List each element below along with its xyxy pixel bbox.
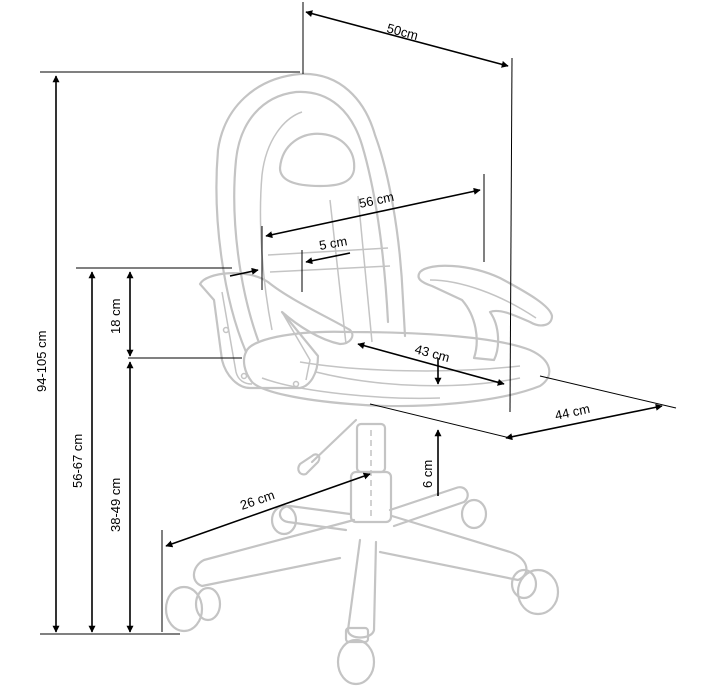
- headrest-cushion: [278, 132, 356, 188]
- backrest: [215, 72, 407, 354]
- dim-armrest-pad-right: [305, 252, 351, 265]
- dim-armrest-width: [265, 187, 481, 239]
- label-total-height: 94-105 cm: [34, 331, 49, 392]
- dim-armrest-pad-left: [229, 267, 259, 277]
- right-armrest: [417, 264, 554, 362]
- extension-lines: [40, 2, 677, 635]
- caster-wheels: [164, 498, 560, 686]
- backrest-inner-panel: [233, 90, 390, 342]
- chair-outline: [164, 72, 560, 686]
- label-armrest-to-seat: 18 cm: [108, 299, 123, 334]
- label-seat-height: 38-49 cm: [108, 478, 123, 532]
- height-lever: [297, 418, 358, 476]
- dim-seat-depth: [357, 342, 505, 386]
- seat: [242, 330, 551, 408]
- dim-base-radius: [165, 472, 371, 548]
- dim-width-top: [305, 10, 509, 68]
- label-width-top: 50cm: [385, 20, 420, 43]
- dimension-labels: 50cm 56 cm 5 cm 43 cm 44 cm 94-105 cm 56…: [34, 20, 591, 532]
- star-base: [164, 486, 560, 686]
- left-armrest: [198, 272, 354, 390]
- label-armrest-height: 56-67 cm: [70, 434, 85, 488]
- label-armrest-width: 56 cm: [358, 189, 396, 211]
- label-base-depth: 44 cm: [554, 401, 592, 423]
- dim-base-depth: [505, 403, 663, 441]
- label-armrest-pad: 5 cm: [318, 233, 348, 253]
- dimension-arrows: [52, 10, 663, 633]
- gas-lift: [349, 422, 393, 524]
- label-gas-lift: 6 cm: [420, 460, 435, 488]
